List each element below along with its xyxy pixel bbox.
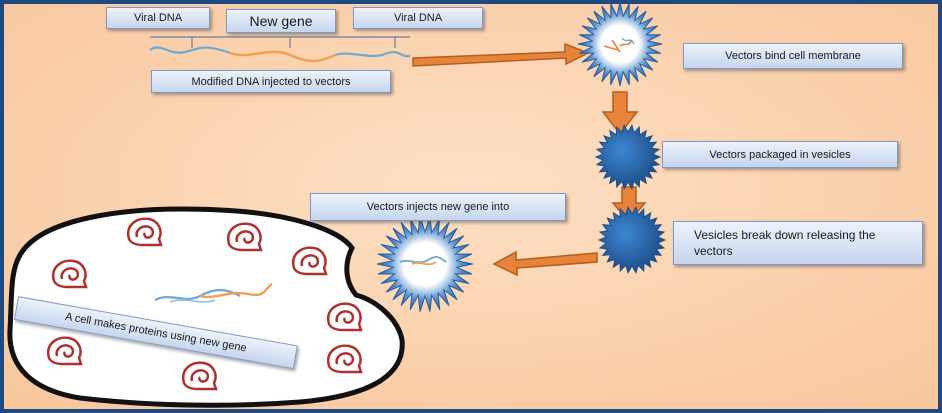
arrow-left: [492, 250, 598, 277]
proteins: [46, 217, 363, 391]
vector-dna-inject: [399, 256, 447, 266]
vesicle-icon-1: [594, 123, 662, 191]
protein-icon: [51, 259, 88, 289]
cell-dna-blue-2: [169, 299, 216, 303]
new-gene-strand: [229, 50, 336, 63]
arrow-to-vector: [412, 42, 590, 67]
vector-dna-top: [603, 37, 635, 53]
vector-bind-icon: [577, 1, 663, 87]
vesicle2-shape: [597, 205, 667, 275]
protein-icon: [326, 302, 363, 332]
protein-icon: [46, 336, 83, 366]
viral-dna-right-strand: [334, 50, 411, 58]
viral-dna-left-label: Viral DNA: [106, 7, 210, 29]
spiky1-shape: [577, 1, 663, 87]
vectors-inject-label: Vectors injects new gene into: [310, 193, 566, 221]
protein-icon: [126, 217, 163, 247]
new-gene-label: New gene: [226, 9, 336, 33]
vectors-bind-label: Vectors bind cell membrane: [683, 43, 903, 69]
vesicles-break-label: Vesicles break down releasing the vector…: [673, 221, 923, 265]
viral-dna-left-strand: [149, 46, 231, 55]
protein-icon: [291, 246, 328, 276]
protein-icon: [226, 222, 263, 252]
vectors-packaged-label: Vectors packaged in vesicles: [662, 141, 898, 168]
arrow-down-1: [601, 91, 639, 136]
vesicle1-shape: [594, 123, 662, 191]
cell-dna: [154, 282, 273, 303]
protein-icon: [181, 361, 218, 391]
modified-dna-strand: [149, 36, 411, 63]
modified-dna-label: Modified DNA injected to vectors: [151, 70, 391, 93]
protein-icon: [326, 344, 363, 374]
vesicle-icon-2: [597, 205, 667, 275]
viral-dna-right-label: Viral DNA: [353, 7, 483, 29]
cell-dna-orange: [199, 282, 273, 299]
